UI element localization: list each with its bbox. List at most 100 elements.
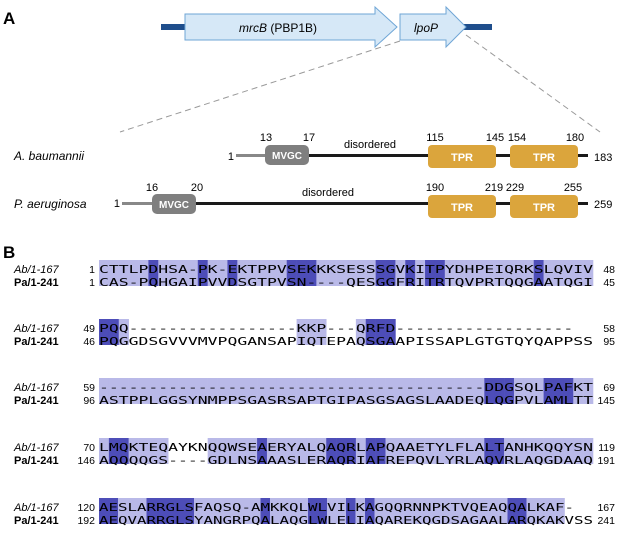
sequence-end: 241: [597, 515, 615, 527]
sequence-name: Ab/1-167: [13, 323, 60, 335]
alignment-column: [444, 438, 455, 464]
alignment-column: [336, 438, 347, 464]
tpr-domain-2-end: 255: [564, 182, 582, 194]
alignment-column: [276, 260, 288, 286]
alignment-column: [536, 498, 546, 524]
alignment-column: [479, 498, 489, 524]
sequence-end: 95: [603, 336, 615, 348]
alignment-column: [306, 438, 317, 464]
sequence-start: 1: [89, 277, 95, 289]
alignment-column: [415, 260, 426, 286]
alignment-column: [148, 438, 159, 464]
alignment-column: [526, 498, 537, 524]
alignment-column: [543, 438, 554, 464]
aligned-sequence: AEQVARRGLSYANGRPQALAQGLWLELIAQAREKQGDSAG…: [99, 515, 593, 527]
motif-start-number: 13: [260, 132, 272, 144]
alignment-column: [484, 378, 495, 404]
tpr-domain-1-end: 219: [485, 182, 503, 194]
alignment-column: [346, 260, 357, 286]
aligned-sequence: CAS-PQHGAIPVVDSGTPVSN----QESGGFRITRTQVPR…: [99, 277, 593, 289]
alignment-column: [573, 378, 584, 404]
alignment-column: [108, 498, 119, 524]
alignment-column: [441, 498, 451, 524]
alignment-column: [276, 438, 288, 464]
alignment-column: [326, 438, 337, 464]
construct-end: 183: [594, 152, 612, 164]
alignment-column: [279, 498, 290, 524]
alignment-column: [316, 438, 327, 464]
sequence-start: 146: [77, 455, 95, 467]
alignment-column: [99, 319, 110, 345]
alignment-column: [583, 378, 594, 404]
alignment-column: [375, 378, 386, 404]
alignment-column: [137, 498, 147, 524]
mvgc-motif-box: [152, 194, 196, 214]
alignment-column: [385, 260, 396, 286]
motif-end-number: 17: [303, 132, 315, 144]
alignment-column: [128, 378, 139, 404]
alignment-column: [336, 498, 347, 524]
alignment-column: [431, 498, 442, 524]
lpop-gene-label: lpoP: [414, 21, 438, 35]
alignment-column: [175, 498, 185, 524]
sequence-end: 191: [597, 455, 615, 467]
construct-start: 1: [228, 151, 234, 163]
alignment-column: [99, 438, 110, 464]
alignment-column: [513, 438, 525, 464]
alignment-column: [194, 498, 204, 524]
alignment-column: [257, 378, 268, 404]
sequence-end: 58: [603, 323, 615, 335]
alignment-column: [450, 498, 461, 524]
alignment-column: [513, 260, 525, 286]
alignment-column: [498, 498, 508, 524]
alignment-column: [158, 260, 169, 286]
alignment-column: [336, 378, 347, 404]
alignment-column: [118, 260, 129, 286]
alignment-column: [316, 378, 327, 404]
alignment-column: [425, 260, 436, 286]
disordered-region-label: disordered: [344, 139, 396, 151]
alignment-block-shading: [99, 319, 396, 345]
alignment-column: [227, 378, 238, 404]
alignment-block-shading: [99, 260, 594, 286]
alignment-column: [533, 438, 544, 464]
alignment-block-shading: [99, 438, 594, 464]
alignment-column: [286, 438, 297, 464]
alignment-column: [346, 438, 357, 464]
alignment-column: [266, 260, 278, 286]
alignment-column: [306, 378, 317, 404]
alignment-column: [346, 498, 356, 524]
alignment-column: [306, 319, 317, 345]
alignment-column: [583, 260, 594, 286]
alignment-column: [108, 260, 120, 286]
alignment-column: [138, 438, 149, 464]
alignment-column: [247, 438, 258, 464]
tpr-domain-2-label: TPR: [533, 152, 555, 164]
sequence-end: 45: [603, 277, 615, 289]
alignment-column: [286, 378, 297, 404]
operon-backbone-left: [161, 24, 185, 30]
sequence-end: 167: [597, 502, 615, 514]
alignment-column: [523, 438, 535, 464]
alignment-column: [384, 498, 394, 524]
alignment-column: [296, 260, 307, 286]
alignment-column: [365, 378, 376, 404]
alignment-column: [434, 260, 446, 286]
alignment-column: [217, 378, 228, 404]
construct-end: 259: [594, 199, 612, 211]
aligned-sequence: LMQKTEQAYKNQQWSEAERYALQAQRLAPQAAETYLFLAL…: [99, 442, 593, 454]
alignment-column: [454, 438, 465, 464]
alignment-column: [365, 438, 376, 464]
alignment-column: [444, 260, 455, 286]
alignment-column: [266, 438, 278, 464]
alignment-column: [266, 378, 278, 404]
alignment-column: [405, 438, 416, 464]
sequence-start: 120: [77, 502, 95, 514]
alignment-column: [434, 378, 446, 404]
alignment-column: [257, 260, 268, 286]
zoom-line-right: [465, 34, 601, 133]
alignment-column: [464, 378, 475, 404]
alignment-column: [118, 438, 129, 464]
alignment-column: [395, 438, 406, 464]
